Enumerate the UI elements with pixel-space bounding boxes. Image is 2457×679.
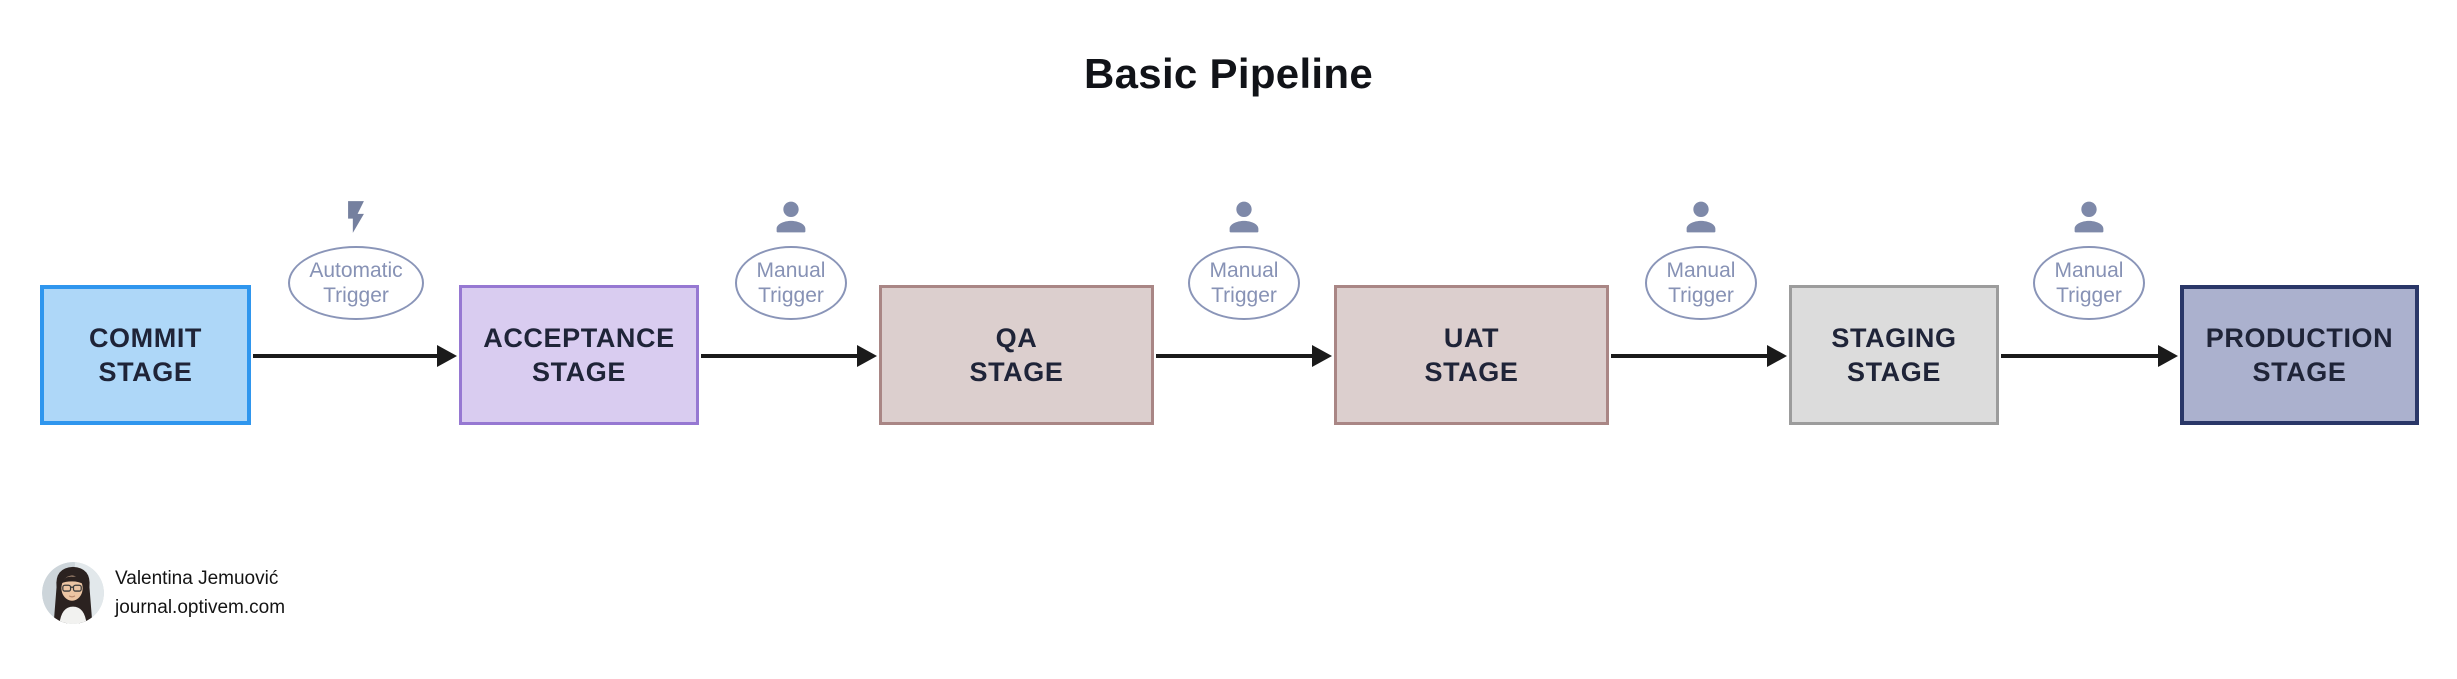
trigger-oval: Manual Trigger xyxy=(735,246,847,320)
trigger-label: Manual xyxy=(2054,259,2124,282)
arrow-line xyxy=(701,354,857,358)
trigger-manual: Manual Trigger xyxy=(2019,190,2159,320)
trigger-label: Trigger xyxy=(323,284,389,307)
stage-label: STAGE xyxy=(98,357,193,387)
stage-label: ACCEPTANCE xyxy=(483,323,675,353)
trigger-label: Manual xyxy=(1209,259,1279,282)
trigger-manual: Manual Trigger xyxy=(721,190,861,320)
attribution: Valentina Jemuović journal.optivem.com xyxy=(42,562,285,624)
trigger-manual: Manual Trigger xyxy=(1631,190,1771,320)
lightning-bolt-icon xyxy=(337,190,375,240)
stage-box-commit: COMMIT STAGE xyxy=(40,285,251,425)
stage-box-qa: QA STAGE xyxy=(879,285,1154,425)
stage-label: PRODUCTION xyxy=(2205,323,2394,353)
author-name: Valentina Jemuović xyxy=(115,568,279,589)
person-icon xyxy=(2066,190,2112,240)
trigger-oval: Automatic Trigger xyxy=(288,246,424,320)
trigger-label: Trigger xyxy=(758,284,824,307)
arrow-qa-to-uat xyxy=(1156,345,1332,367)
trigger-oval: Manual Trigger xyxy=(1645,246,1757,320)
arrow-uat-to-staging xyxy=(1611,345,1787,367)
arrow-commit-to-acceptance xyxy=(253,345,457,367)
stage-label: COMMIT xyxy=(88,323,203,353)
trigger-automatic: Automatic Trigger xyxy=(286,190,426,320)
arrow-staging-to-production xyxy=(2001,345,2178,367)
trigger-label: Trigger xyxy=(1668,284,1734,307)
arrow-line xyxy=(253,354,437,358)
page-title: Basic Pipeline xyxy=(1084,50,1373,97)
avatar xyxy=(42,562,104,624)
avatar-photo xyxy=(42,562,104,624)
arrow-line xyxy=(2001,354,2158,358)
trigger-label: Automatic xyxy=(309,259,403,282)
author-website: journal.optivem.com xyxy=(115,597,286,618)
arrow-head-icon xyxy=(437,345,457,367)
stage-box-staging: STAGING STAGE xyxy=(1789,285,1999,425)
person-icon xyxy=(1221,190,1267,240)
trigger-manual: Manual Trigger xyxy=(1174,190,1314,320)
stage-label: STAGE xyxy=(969,357,1064,387)
arrow-line xyxy=(1611,354,1767,358)
stage-label: STAGE xyxy=(1424,357,1519,387)
trigger-label: Trigger xyxy=(2056,284,2122,307)
stage-label: STAGE xyxy=(1846,357,1941,387)
attribution-text: Valentina Jemuović journal.optivem.com xyxy=(115,564,285,622)
trigger-oval: Manual Trigger xyxy=(1188,246,1300,320)
trigger-label: Trigger xyxy=(1211,284,1277,307)
arrow-head-icon xyxy=(1767,345,1787,367)
arrow-head-icon xyxy=(857,345,877,367)
trigger-label: Manual xyxy=(756,259,826,282)
trigger-label: Manual xyxy=(1666,259,1736,282)
stage-label: STAGE xyxy=(531,357,626,387)
arrow-head-icon xyxy=(2158,345,2178,367)
stage-label: UAT xyxy=(1443,323,1500,353)
stage-label: STAGING xyxy=(1831,323,1957,353)
stage-label: QA xyxy=(995,323,1038,353)
person-icon xyxy=(768,190,814,240)
stage-label: STAGE xyxy=(2252,357,2347,387)
arrow-acceptance-to-qa xyxy=(701,345,877,367)
stage-box-uat: UAT STAGE xyxy=(1334,285,1609,425)
stage-box-acceptance: ACCEPTANCE STAGE xyxy=(459,285,699,425)
stage-box-production: PRODUCTION STAGE xyxy=(2180,285,2419,425)
arrow-line xyxy=(1156,354,1312,358)
arrow-head-icon xyxy=(1312,345,1332,367)
trigger-oval: Manual Trigger xyxy=(2033,246,2145,320)
person-icon xyxy=(1678,190,1724,240)
